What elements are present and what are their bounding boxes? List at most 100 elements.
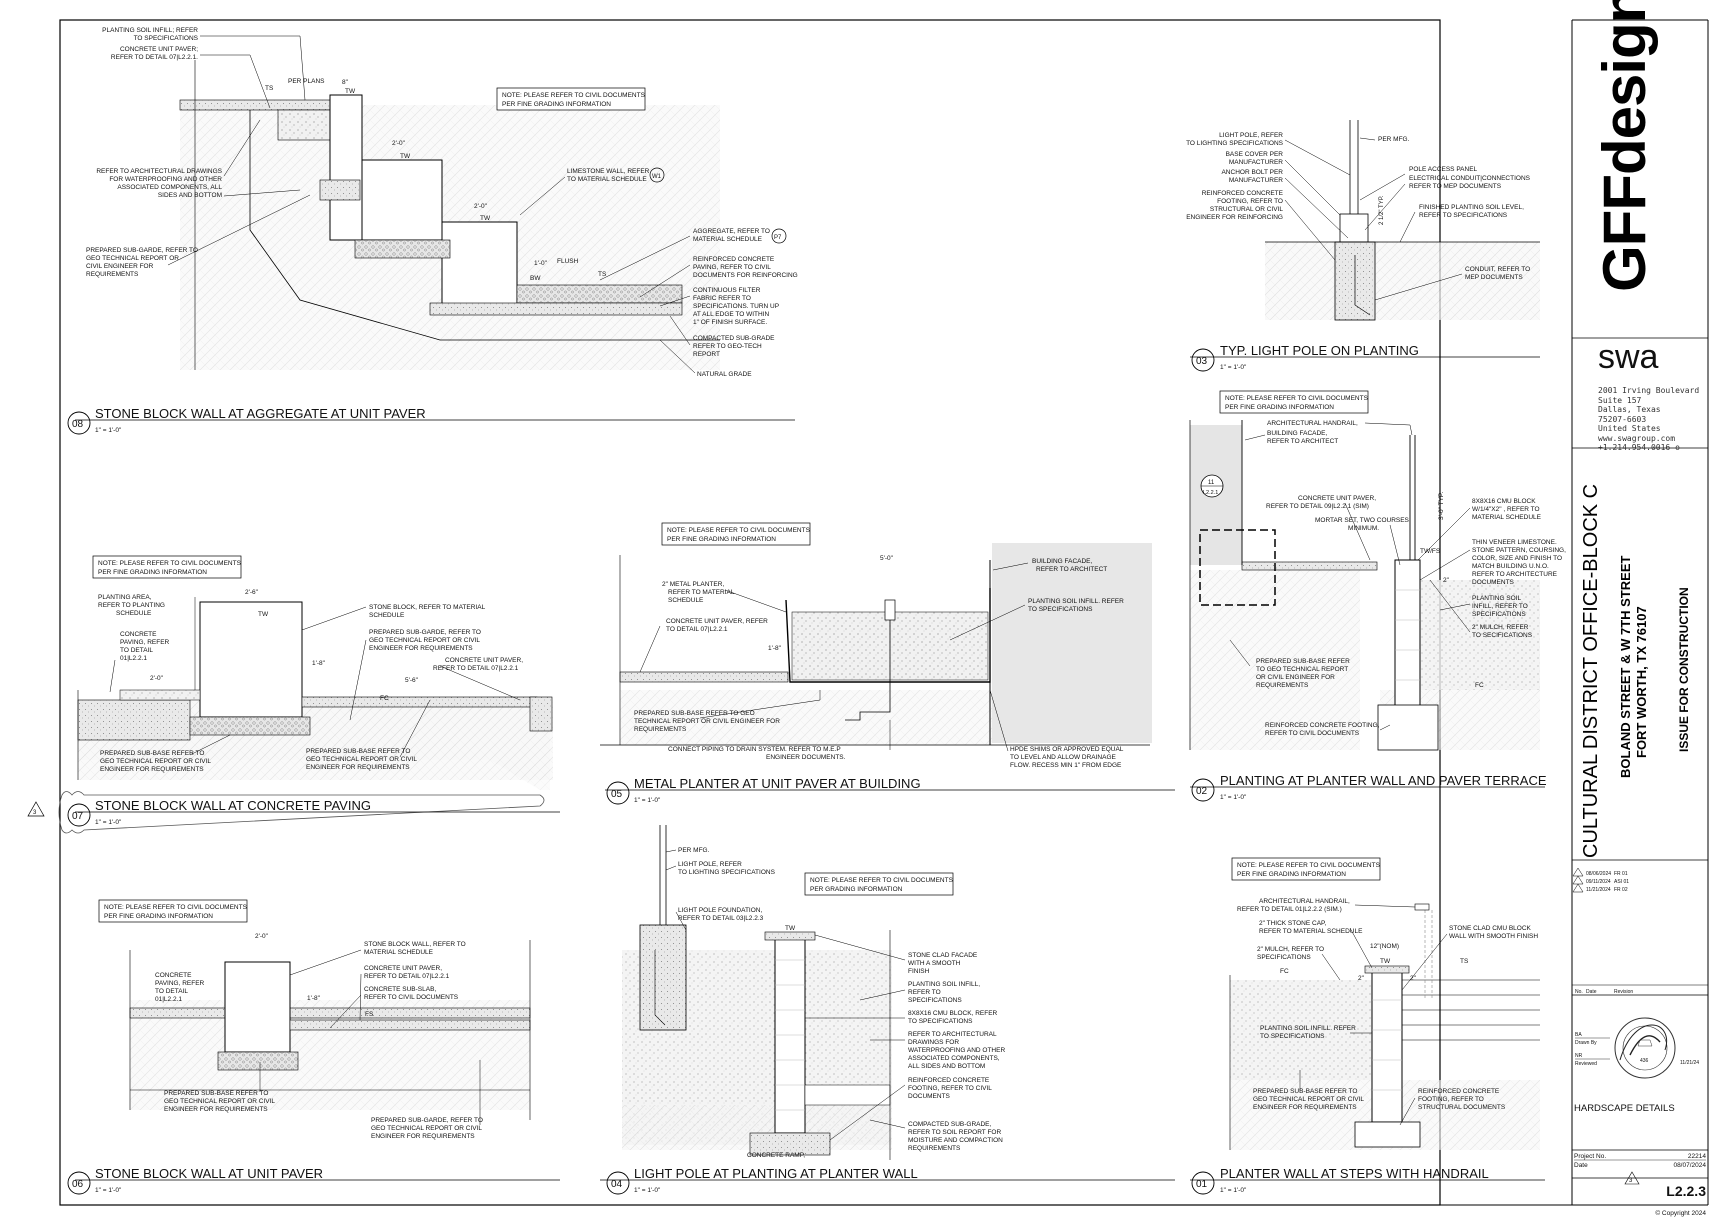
label: REFER TO DETAIL 07|L2.2.1 <box>433 665 519 672</box>
rev-header-no: No. <box>1575 989 1583 995</box>
label: REINFORCED CONCRETE <box>1418 1088 1500 1095</box>
label: TO LIGHTING SPECIFICATIONS <box>1186 140 1284 147</box>
callout-number: 11 <box>1208 480 1215 486</box>
label: ASSOCIATED COMPONENTS, <box>908 1055 1000 1062</box>
label: 2" METAL PLANTER, <box>662 581 724 588</box>
label: MATCH BUILDING U.N.O. <box>1472 563 1549 570</box>
label: AGGREGATE, REFER TO <box>693 228 770 235</box>
note-fine-grading-2: PER FINE GRADING INFORMATION <box>667 536 776 543</box>
label: REFER TO MEP DOCUMENTS <box>1409 183 1502 190</box>
label: PLANTING SOIL INFILL. REFER <box>1260 1025 1356 1032</box>
gff-logo: GFFdesign <box>1590 0 1659 292</box>
label: SPECIFICATIONS <box>1472 611 1526 618</box>
label: HPDE SHIMS OR APPROVED EQUAL <box>1010 746 1124 753</box>
label: ARCHITECTURAL HANDRAIL, <box>1259 898 1350 905</box>
label: OR CIVIL ENGINEER FOR <box>1256 674 1335 681</box>
label: BUILDING FACADE, <box>1267 430 1328 437</box>
label: LIGHT POLE, REFER <box>678 861 742 868</box>
rev-header-date: Date <box>1586 989 1597 995</box>
detail-title: PLANTING AT PLANTER WALL AND PAVER TERRA… <box>1220 773 1547 788</box>
label: FOOTING, REFER TO <box>1217 198 1283 205</box>
label: 2 1/2" TYP. <box>1379 195 1385 225</box>
label: TO SECIFICATIONS <box>1472 632 1533 639</box>
mark-bw: BW <box>530 275 541 282</box>
address-line: United States <box>1598 424 1661 433</box>
label: DRAWINGS FOR <box>908 1039 959 1046</box>
detail-03: LIGHT POLE, REFER TO LIGHTING SPECIFICAT… <box>1186 120 1540 372</box>
dimension: 1'-8" <box>307 995 321 1002</box>
project-address-2: FORT WORTH, TX 76107 <box>1634 606 1649 758</box>
label: FINISH <box>908 968 930 975</box>
dimension: 2'-0" <box>255 933 269 940</box>
label: COMPACTED SUB-GRADE, <box>908 1121 991 1128</box>
label: REFER TO CIVIL DOCUMENTS <box>364 994 459 1001</box>
label: REFER TO ARCHITECTURAL DRAWINGS <box>96 168 222 175</box>
label: MANUFACTURER <box>1229 159 1283 166</box>
label: STONE CLAD CMU BLOCK <box>1449 925 1532 932</box>
mark-tw: TW <box>1380 958 1391 965</box>
label: MOISTURE AND COMPACTION <box>908 1137 1003 1144</box>
sheet-date: 08/07/2024 <box>1673 1162 1706 1169</box>
label: LIGHT POLE, REFER <box>1219 132 1283 139</box>
label: 1" OF FINISH SURFACE. <box>693 319 767 326</box>
mark-ts: TS <box>1460 958 1469 965</box>
address-line: 2001 Irving Boulevard <box>1598 386 1700 395</box>
detail-number: 08 <box>72 419 84 430</box>
label: MORTAR SET, TWO COURSES <box>1315 517 1410 524</box>
label: GEO TECHNICAL REPORT OR CIVIL <box>100 758 211 765</box>
detail-number: 07 <box>72 811 84 822</box>
detail-number: 03 <box>1196 356 1208 367</box>
label: ENGINEER FOR REQUIREMENTS <box>306 764 410 771</box>
detail-01: NOTE: PLEASE REFER TO CIVIL DOCUMENTS PE… <box>1190 857 1545 1195</box>
label: FOOTING, REFER TO <box>1418 1096 1484 1103</box>
label: PLANTING AREA, <box>98 594 152 601</box>
label: 8X8X16 CMU BLOCK <box>1472 498 1536 505</box>
label: TO DETAIL <box>120 647 153 654</box>
label: REINFORCED CONCRETE <box>908 1077 990 1084</box>
label: 2" MULCH, REFER TO <box>1257 946 1324 953</box>
mark-fs: FS <box>365 1011 374 1018</box>
label: TO MATERIAL SCHEDULE <box>567 176 647 183</box>
label: SPECIFICATIONS. TURN UP <box>693 303 779 310</box>
detail-05: NOTE: PLEASE REFER TO CIVIL DOCUMENTS PE… <box>600 522 1175 805</box>
label: COMPACTED SUB-GRADE <box>693 335 775 342</box>
detail-scale: 1" = 1'-0" <box>1220 364 1247 371</box>
label: REPORT <box>693 351 720 358</box>
label: PREPARED SUB-GARDE, REFER TO <box>371 1117 483 1124</box>
label: BUILDING FACADE, <box>1032 558 1093 565</box>
label: STONE BLOCK, REFER TO MATERIAL <box>369 604 486 611</box>
mark-tw: TW <box>785 925 796 932</box>
revision-date: 08/06/2024 <box>1586 871 1611 877</box>
mark-tw: TW <box>258 611 269 618</box>
note-fine-grading-2: PER FINE GRADING INFORMATION <box>1237 871 1346 878</box>
detail-number: 05 <box>611 789 623 800</box>
label: CONNECT PIPING TO DRAIN SYSTEM. REFER TO… <box>668 746 841 753</box>
label: PER PLANS <box>288 78 325 85</box>
label: 01|L2.2.1 <box>120 655 147 662</box>
detail-title: STONE BLOCK WALL AT CONCRETE PAVING <box>95 798 371 813</box>
address-line: Dallas, Texas <box>1598 405 1661 414</box>
label: REQUIREMENTS <box>86 271 139 278</box>
label: ENGINEER FOR REQUIREMENTS <box>164 1106 268 1113</box>
revision-delta: 3 <box>33 810 37 816</box>
rev-header-revision: Revision <box>1614 989 1633 995</box>
label: PLANTING SOIL INFILL, <box>908 981 980 988</box>
label: REINFORCED CONCRETE <box>1202 190 1284 197</box>
note-fine-grading: NOTE: PLEASE REFER TO CIVIL DOCUMENTS <box>810 877 954 884</box>
label: SPECIFICATIONS <box>908 997 962 1004</box>
label: CONCRETE SUB-SLAB, <box>364 986 436 993</box>
label: TO LEVEL AND ALLOW DRAINAGE <box>1010 754 1117 761</box>
dimension: 2'-0" <box>150 675 164 682</box>
label: REFER TO SOIL REPORT FOR <box>908 1129 1001 1136</box>
dimension: 2'-0" <box>392 140 406 147</box>
label: TO DETAIL 07|L2.2.1 <box>666 626 728 633</box>
date-label: Date <box>1574 1162 1588 1169</box>
label: TO SPECIFICATIONS <box>1028 606 1093 613</box>
label: REFER TO ARCHITECT <box>1267 438 1338 445</box>
label: ASSOCIATED COMPONENTS, ALL <box>117 184 222 191</box>
label: ALL SIDES AND BOTTOM <box>908 1063 985 1070</box>
gff-logo-text: GFFdesign <box>1591 0 1658 292</box>
detail-scale: 1" = 1'-0" <box>95 427 122 434</box>
label: CONCRETE UNIT PAVER, <box>1298 495 1376 502</box>
label: 2" MULCH, REFER <box>1472 624 1529 631</box>
